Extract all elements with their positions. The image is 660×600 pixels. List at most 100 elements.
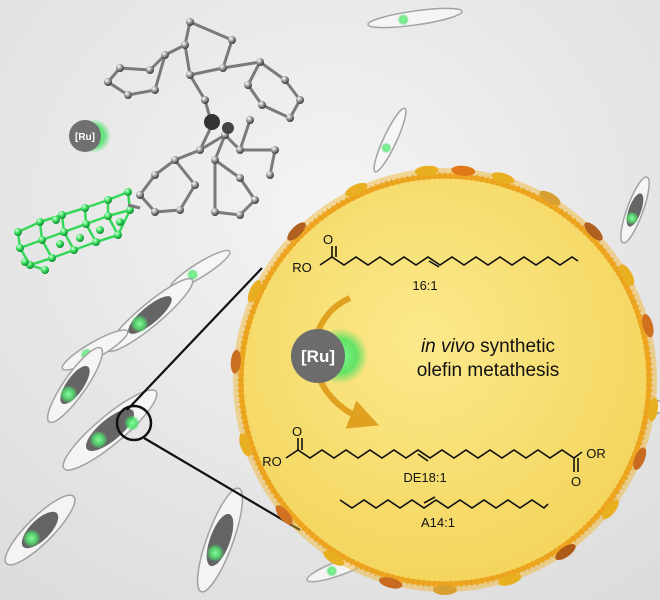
atom	[76, 234, 84, 242]
diatom-cell	[4, 494, 76, 566]
surface-protein	[451, 165, 476, 176]
atom	[266, 171, 274, 179]
atom	[244, 81, 252, 89]
atom	[124, 188, 132, 196]
surface-protein	[555, 544, 576, 561]
atom	[151, 208, 159, 216]
ru-badge-large: [Ru]	[291, 328, 368, 384]
diester-carbonyl-o-left: O	[292, 424, 302, 439]
diatom-cell	[367, 7, 463, 29]
atom	[186, 18, 194, 26]
atom	[146, 66, 154, 74]
ru-atom	[204, 114, 220, 130]
atom	[96, 226, 104, 234]
diatom-cell	[46, 346, 104, 424]
atom	[14, 228, 22, 236]
atom	[116, 218, 124, 226]
surface-protein	[491, 172, 515, 184]
surface-protein	[539, 190, 561, 206]
atom	[281, 76, 289, 84]
surface-protein	[633, 447, 647, 470]
surface-protein	[247, 280, 262, 303]
diatom-cells	[4, 7, 660, 593]
ester-carbonyl-o: O	[323, 232, 333, 247]
ester-ro-label: RO	[292, 260, 312, 275]
atom	[201, 96, 209, 104]
atom	[82, 220, 90, 228]
atom	[81, 204, 89, 212]
diatom-cell	[196, 487, 244, 593]
fluorophore-structure	[14, 188, 141, 274]
atom	[124, 91, 132, 99]
atom	[228, 36, 236, 44]
atom	[151, 86, 159, 94]
diester-or-right: OR	[586, 446, 606, 461]
atom	[114, 231, 122, 239]
surface-protein	[498, 573, 522, 586]
lipid-droplet	[230, 165, 659, 595]
diatom-cell	[373, 107, 407, 173]
atom	[151, 171, 159, 179]
atom	[104, 78, 112, 86]
atom	[41, 266, 49, 274]
atom	[136, 191, 144, 199]
atom	[104, 196, 112, 204]
atom	[70, 246, 78, 254]
atom	[104, 212, 112, 220]
selected-cell-circle	[115, 404, 153, 442]
surface-protein	[647, 397, 659, 422]
atom	[58, 211, 66, 219]
atom	[296, 96, 304, 104]
atom	[246, 116, 254, 124]
atom	[219, 64, 227, 72]
atom	[236, 211, 244, 219]
atom	[236, 146, 244, 154]
molecule-16-1	[319, 246, 579, 268]
atom	[286, 114, 294, 122]
droplet-surface-proteins	[230, 165, 659, 595]
molecule-de18-1-label: DE18:1	[403, 470, 446, 485]
atom	[161, 51, 169, 59]
atom	[258, 101, 266, 109]
diatom-cell	[620, 176, 650, 244]
diatom-cell	[62, 389, 158, 471]
diester-ro-left: RO	[262, 454, 282, 469]
atom	[126, 206, 134, 214]
surface-protein	[378, 577, 403, 589]
atom	[16, 244, 24, 252]
molecule-a14-1	[339, 496, 549, 510]
surface-protein	[323, 550, 345, 566]
atom	[36, 218, 44, 226]
headline-line1: in vivo synthetic	[421, 336, 555, 357]
catalyst-structure	[104, 18, 304, 219]
atom	[181, 41, 189, 49]
atom	[38, 236, 46, 244]
surface-protein	[619, 264, 635, 286]
atom	[236, 174, 244, 182]
atom	[116, 64, 124, 72]
ru-badge-small: [Ru]	[69, 119, 111, 153]
surface-protein	[433, 585, 457, 595]
surface-protein	[345, 182, 368, 197]
atom	[256, 58, 264, 66]
atom	[271, 146, 279, 154]
atom	[52, 216, 60, 224]
surface-protein	[287, 222, 306, 241]
atom	[211, 208, 219, 216]
atom	[251, 196, 259, 204]
atom	[48, 254, 56, 262]
headline-line2: olefin metathesis	[417, 360, 560, 381]
molecule-de18-1	[285, 438, 583, 472]
diester-carbonyl-o-right: O	[571, 474, 581, 489]
atom	[186, 71, 194, 79]
ru-label-small: [Ru]	[75, 132, 95, 143]
ru-label-large: [Ru]	[301, 347, 335, 366]
diatom-cell	[106, 277, 194, 353]
atom	[196, 146, 204, 154]
atom	[176, 206, 184, 214]
atom	[222, 122, 234, 134]
atom	[211, 156, 219, 164]
atom	[191, 181, 199, 189]
atom	[56, 240, 64, 248]
